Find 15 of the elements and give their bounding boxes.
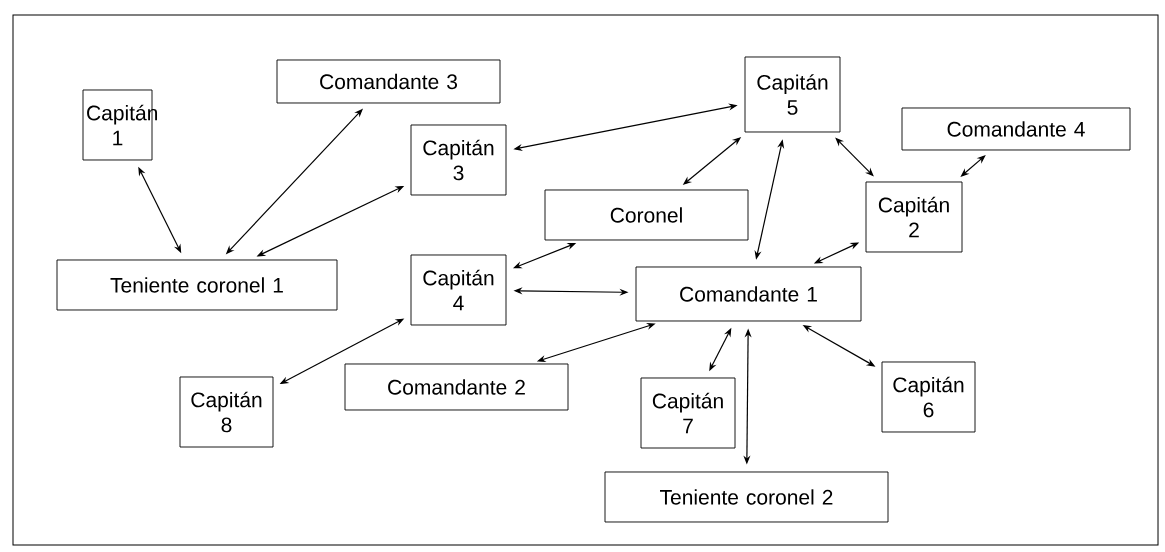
rank-box: Comandante 4 bbox=[901, 107, 1131, 151]
rank-box: Capitán 5 bbox=[744, 56, 841, 133]
rank-box: Capitán 8 bbox=[179, 376, 274, 448]
rank-box: Capitán 4 bbox=[410, 254, 507, 326]
rank-box: Teniente coronel 1 bbox=[56, 259, 338, 311]
rank-box: Coronel bbox=[544, 189, 749, 241]
rank-box: Capitán 2 bbox=[865, 181, 963, 253]
rank-box: Capitán 3 bbox=[410, 124, 507, 196]
rank-box: Teniente coronel 2 bbox=[604, 471, 889, 523]
rank-box: Comandante 3 bbox=[276, 59, 501, 104]
rank-box: Capitán 1 bbox=[82, 89, 157, 161]
rank-box: Comandante 2 bbox=[344, 363, 569, 411]
rank-box: Capitán 7 bbox=[640, 377, 736, 449]
rank-box: Comandante 1 bbox=[635, 266, 862, 322]
rank-box: Capitán 6 bbox=[881, 361, 976, 433]
